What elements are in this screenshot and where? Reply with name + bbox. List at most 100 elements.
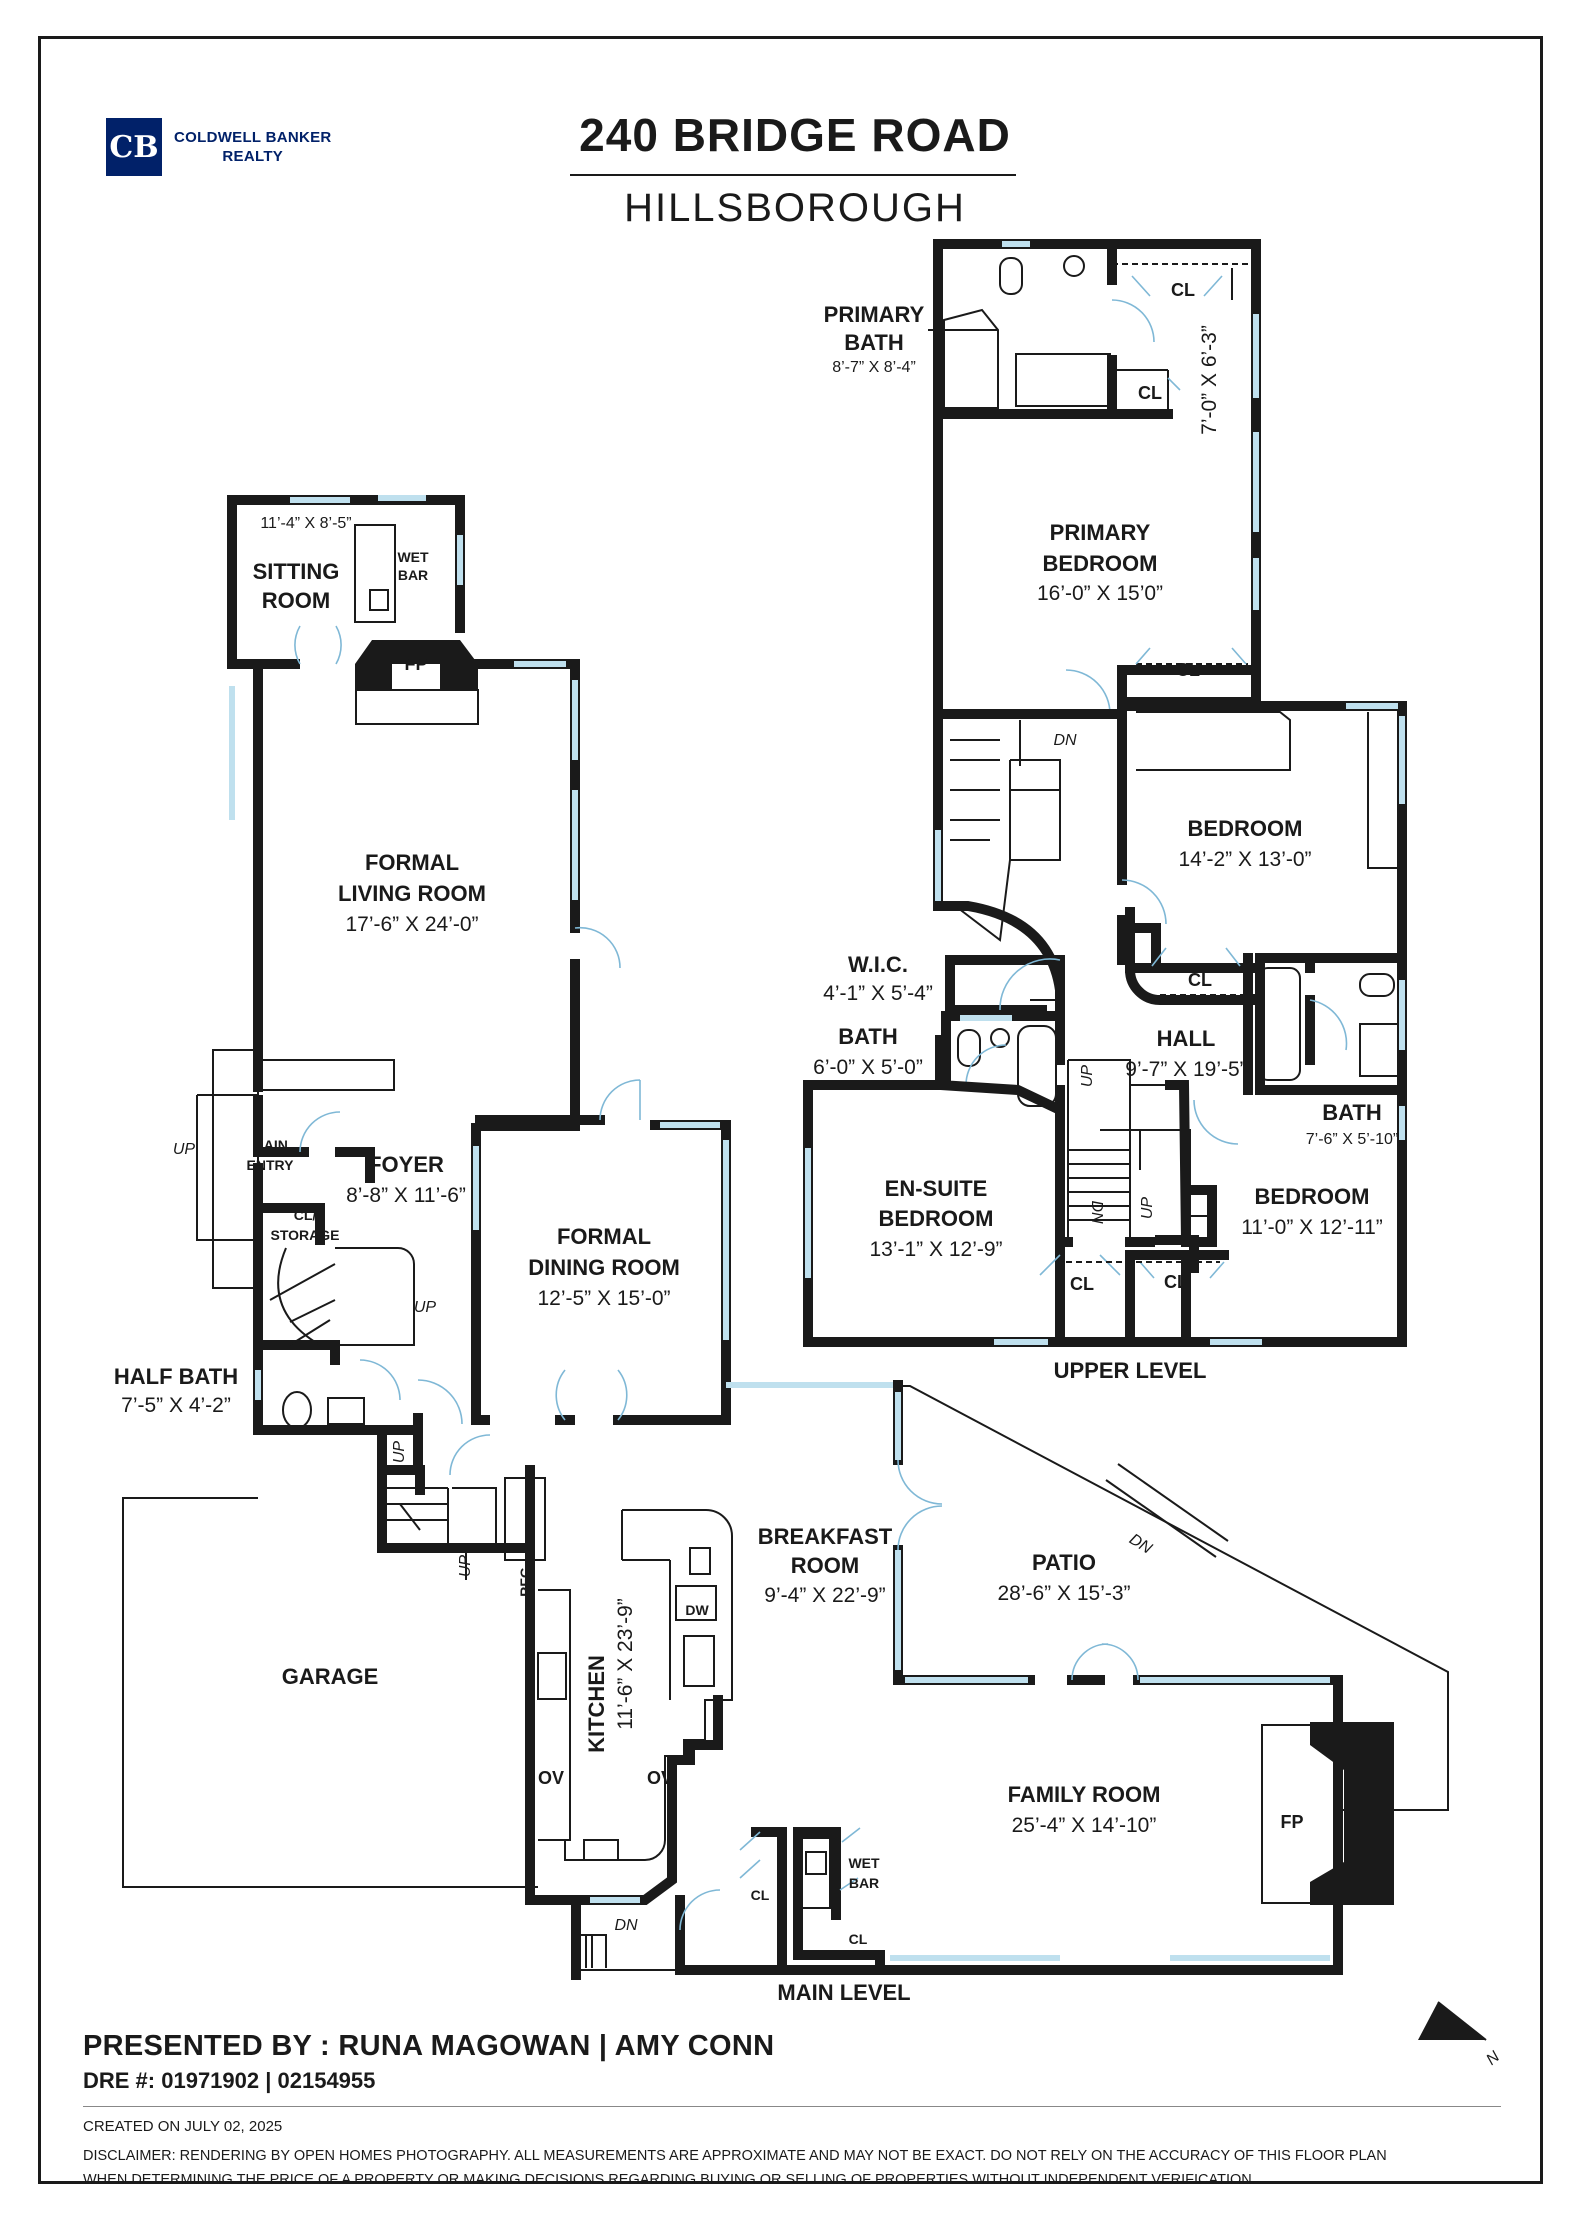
- hearth: [1261, 1724, 1339, 1904]
- svg-text:STORAGE: STORAGE: [271, 1227, 340, 1243]
- svg-text:UP: UP: [457, 1555, 474, 1578]
- wic-dims: 4’-1” X 5’-4”: [823, 982, 933, 1005]
- garage-name: GARAGE: [282, 1664, 379, 1689]
- tub-icon: [1257, 967, 1301, 1081]
- half-bath-dims: 7’-5” X 4’-2”: [121, 1394, 231, 1417]
- bath-2-walls: [1243, 953, 1315, 1095]
- fireplace-icon: [355, 640, 478, 690]
- disclaimer-line-1: DISCLAIMER: RENDERING BY OPEN HOMES PHOT…: [83, 2148, 1387, 2164]
- sink-icon: [1359, 1023, 1399, 1077]
- bedroom-walls: [1117, 701, 1407, 1095]
- kitchen-dims: 11’-6” X 23’-9”: [614, 1598, 637, 1730]
- closet-label: CL: [751, 1887, 770, 1903]
- toilet-icon: [957, 1029, 981, 1067]
- fireplace-label: FP: [1280, 1812, 1303, 1832]
- foyer-name: FOYER: [368, 1152, 444, 1177]
- primary-bath-dims: 8’-7” X 8’-4”: [832, 359, 916, 376]
- brand-line-1: COLDWELL BANKER: [174, 129, 332, 146]
- title-divider: [570, 174, 1016, 176]
- svg-text:UP: UP: [391, 1441, 408, 1464]
- svg-text:OV: OV: [647, 1768, 673, 1788]
- patio-steps: [1105, 1479, 1217, 1558]
- footer-divider: [83, 2106, 1501, 2107]
- main-level-label: MAIN LEVEL: [777, 1980, 910, 2005]
- svg-text:BEDROOM: BEDROOM: [1043, 551, 1158, 576]
- hall-dims: 9’-7” X 19’-5”: [1125, 1058, 1246, 1081]
- main-level: [122, 495, 1449, 1980]
- en-suite-bedroom-name: EN-SUITE: [885, 1176, 988, 1201]
- page-title: 240 BRIDGE ROAD: [579, 109, 1011, 161]
- svg-text:CL: CL: [1188, 970, 1212, 990]
- bath-dims: 6’-0” X 5’-0”: [813, 1056, 923, 1079]
- svg-text:DN: DN: [614, 1917, 638, 1934]
- svg-text:BAR: BAR: [398, 567, 428, 583]
- breakfast-room-name: BREAKFAST: [758, 1524, 893, 1549]
- family-room-dims: 25’-4” X 14’-10”: [1012, 1814, 1157, 1837]
- half-bath-name: HALF BATH: [114, 1364, 238, 1389]
- sink-icon: [990, 1028, 1010, 1048]
- sink-icon: [369, 589, 389, 611]
- main-entry-label: MAIN: [252, 1137, 288, 1153]
- svg-text:ROOM: ROOM: [791, 1553, 859, 1578]
- bedroom-dims: 11’-0” X 12’-11”: [1241, 1216, 1383, 1239]
- toilet-icon: [282, 1391, 312, 1429]
- family-room-name: FAMILY ROOM: [1008, 1782, 1161, 1807]
- cb-logo-icon: CB: [106, 118, 162, 176]
- bedroom-dims: 14’-2” X 13’-0”: [1178, 848, 1311, 871]
- up-label: UP: [173, 1141, 196, 1158]
- breakfast-room-dims: 9’-4” X 22’-9”: [764, 1584, 885, 1607]
- curved-stair: [269, 1247, 415, 1346]
- patio-dims: 28’-6” X 15’-3”: [997, 1582, 1130, 1605]
- living-door[interactable]: [574, 926, 621, 969]
- svg-text:DN: DN: [1126, 1531, 1155, 1558]
- sink-icon: [683, 1635, 715, 1687]
- wet-bar-counter: [354, 524, 396, 623]
- page-border: [38, 36, 1543, 2184]
- formal-dining-room-name: FORMAL: [557, 1224, 651, 1249]
- svg-text:CL: CL: [1164, 1272, 1188, 1292]
- bedroom-name: BEDROOM: [1188, 816, 1303, 841]
- wet-bar-walls: [751, 1827, 885, 1975]
- wet-bar-label: WET: [397, 549, 429, 565]
- svg-text:BEDROOM: BEDROOM: [879, 1206, 994, 1231]
- svg-text:CL: CL: [1171, 280, 1195, 300]
- svg-text:UP: UP: [1079, 1065, 1096, 1088]
- presented-by: PRESENTED BY : RUNA MAGOWAN | AMY CONN: [83, 2030, 775, 2062]
- dining-room-walls: [471, 1115, 731, 1425]
- disclaimer: DISCLAIMER: RENDERING BY OPEN HOMES PHOT…: [83, 2144, 1513, 2192]
- stair-icon: [1009, 720, 1061, 861]
- stair-landing: [257, 1059, 395, 1091]
- svg-text:ROOM: ROOM: [262, 588, 330, 613]
- primary-bedroom-dims: 16’-0” X 15’0”: [1037, 582, 1163, 605]
- primary-bath-name: PRIMARY: [824, 302, 925, 327]
- shower-icon: [1015, 353, 1111, 407]
- sink-icon: [1063, 255, 1085, 277]
- wic-name: W.I.C.: [848, 952, 908, 977]
- dre-numbers: DRE #: 01971902 | 02154955: [83, 2068, 376, 2093]
- primary-bedroom-walls: [933, 409, 1253, 719]
- primary-bedroom-name: PRIMARY: [1050, 520, 1151, 545]
- oven-label: OV: [538, 1768, 564, 1788]
- svg-text:CL: CL: [1138, 383, 1162, 403]
- svg-text:ENTRY: ENTRY: [247, 1157, 295, 1173]
- toilet-icon: [999, 257, 1023, 295]
- en-suite-bedroom-dims: 13’-1” X 12’-9”: [869, 1238, 1002, 1261]
- brand-line-2: REALTY: [222, 148, 284, 165]
- svg-text:UP: UP: [414, 1299, 437, 1316]
- page-subtitle: HILLSBOROUGH: [624, 186, 966, 230]
- svg-text:DN: DN: [1088, 1200, 1105, 1224]
- sink-icon: [805, 1851, 827, 1875]
- foyer-walls: [253, 1095, 310, 1435]
- formal-living-room-name: FORMAL: [365, 850, 459, 875]
- formal-living-room-dims: 17’-6” X 24’-0”: [345, 913, 478, 936]
- north-arrow-icon: N: [1418, 2001, 1503, 2069]
- tub-icon: [1017, 1025, 1057, 1107]
- refrigerator-label: RFG: [517, 1567, 533, 1597]
- patio-name: PATIO: [1032, 1550, 1096, 1575]
- room-labels: 11’-4” X 8’-5” SITTING ROOM WET BAR FP F…: [114, 280, 1503, 2069]
- kitchen-name: KITCHEN: [584, 1655, 609, 1753]
- svg-text:CL: CL: [1176, 660, 1200, 680]
- svg-text:BAR: BAR: [849, 1875, 879, 1891]
- wet-bar-label: WET: [848, 1855, 880, 1871]
- upper-level-label: UPPER LEVEL: [1054, 1358, 1207, 1383]
